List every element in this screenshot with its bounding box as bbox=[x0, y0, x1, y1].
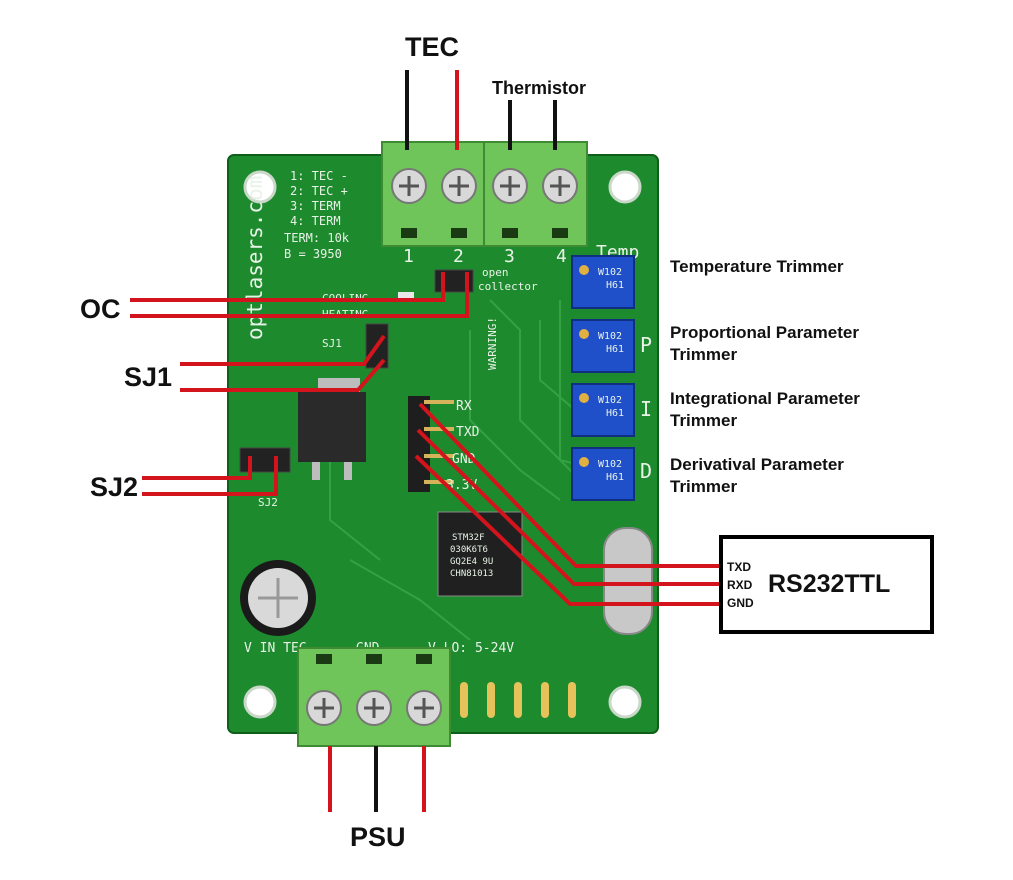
prop-trimmer-label: Proportional Parameter bbox=[670, 323, 859, 342]
sj1-wire bbox=[180, 358, 386, 392]
rs232-label: RS232TTL bbox=[768, 570, 890, 598]
legend-line: 4: TERM bbox=[290, 214, 341, 228]
rs232-pin-gnd: GND bbox=[727, 596, 754, 610]
svg-text:TXD: TXD bbox=[456, 425, 480, 440]
legend-line: B = 3950 bbox=[284, 247, 342, 261]
svg-text:P: P bbox=[640, 333, 652, 357]
int-trimmer-label: Integrational Parameter bbox=[670, 389, 860, 408]
svg-text:GQ2E4 9U: GQ2E4 9U bbox=[450, 557, 493, 567]
board-brand: optlasers.com bbox=[243, 176, 267, 340]
tec-label: TEC bbox=[405, 32, 459, 62]
oc-wire bbox=[130, 272, 469, 318]
der-trimmer-label: Trimmer bbox=[670, 477, 737, 496]
sj2-jumper bbox=[239, 447, 291, 473]
mounting-holes bbox=[243, 170, 642, 719]
svg-text:H61: H61 bbox=[606, 344, 624, 355]
sj2-silk: SJ2 bbox=[258, 496, 278, 509]
rs232-wire-rxd bbox=[416, 428, 722, 586]
oc-wire bbox=[130, 272, 445, 302]
legend-line: 1: TEC - bbox=[290, 169, 348, 183]
sj1-silk: SJ1 bbox=[322, 337, 342, 350]
board-legend: 1: TEC - 2: TEC + 3: TERM 4: TERM TERM: … bbox=[284, 169, 350, 261]
psu-label: PSU bbox=[350, 822, 406, 852]
wires bbox=[130, 70, 722, 812]
warning-silk: WARNING! bbox=[486, 317, 499, 370]
svg-text:H61: H61 bbox=[606, 472, 624, 483]
svg-text:STM32F: STM32F bbox=[452, 533, 485, 543]
sj1-wire bbox=[180, 334, 386, 366]
temp-trimmer-label: Temperature Trimmer bbox=[670, 257, 844, 276]
oc-label: OC bbox=[80, 294, 121, 324]
rs232-pin-rxd: RXD bbox=[727, 578, 753, 592]
rs232-box bbox=[719, 535, 934, 634]
sj1-label: SJ1 bbox=[124, 362, 172, 392]
psu-terminal bbox=[297, 647, 451, 747]
svg-text:H61: H61 bbox=[606, 408, 624, 419]
legend-line: 2: TEC + bbox=[290, 184, 348, 198]
svg-text:W102: W102 bbox=[598, 395, 622, 406]
thermistor-label: Thermistor bbox=[492, 78, 586, 98]
svg-text:030K6T6: 030K6T6 bbox=[450, 545, 488, 555]
terminal-numbers: 1 2 3 4 bbox=[403, 246, 567, 267]
terminal-number: 1 bbox=[403, 246, 414, 267]
prop-trimmer-label: Trimmer bbox=[670, 345, 737, 364]
svg-text:D: D bbox=[640, 459, 652, 483]
electrolytic-capacitor bbox=[240, 560, 316, 636]
terminal-number: 4 bbox=[556, 246, 567, 267]
svg-text:H61: H61 bbox=[606, 280, 624, 291]
int-trimmer-label: Trimmer bbox=[670, 411, 737, 430]
trimmer-letters: P I D bbox=[640, 333, 652, 483]
terminal-number: 3 bbox=[504, 246, 515, 267]
voltage-regulator bbox=[298, 378, 366, 480]
legend-line: 3: TERM bbox=[290, 199, 341, 213]
terminal-number: 2 bbox=[453, 246, 464, 267]
rs232-wire-gnd bbox=[414, 454, 722, 606]
trimmers bbox=[571, 255, 635, 501]
svg-text:open: open bbox=[482, 266, 509, 279]
bottom-pads bbox=[460, 682, 576, 718]
tec-thermistor-terminal bbox=[381, 141, 588, 247]
der-trimmer-label: Derivatival Parameter bbox=[670, 455, 844, 474]
legend-line: TERM: 10k bbox=[284, 231, 350, 245]
rs232-pin-txd: TXD bbox=[727, 560, 751, 574]
crystal bbox=[603, 527, 653, 635]
svg-text:CHN81013: CHN81013 bbox=[450, 569, 493, 579]
svg-text:W102: W102 bbox=[598, 459, 622, 470]
sj2-label: SJ2 bbox=[90, 472, 138, 502]
rs232-wire-txd bbox=[418, 402, 722, 568]
svg-text:RX: RX bbox=[456, 399, 472, 414]
svg-text:W102: W102 bbox=[598, 267, 622, 278]
svg-text:W102: W102 bbox=[598, 331, 622, 342]
vin-tec-silk: V IN TEC bbox=[244, 641, 307, 656]
mcu-chip: STM32F 030K6T6 GQ2E4 9U CHN81013 bbox=[437, 511, 523, 597]
sj2-wire bbox=[142, 456, 252, 480]
uart-header bbox=[408, 396, 454, 492]
sj2-wire bbox=[142, 456, 278, 496]
open-collector-silk: open collector bbox=[478, 266, 538, 293]
svg-text:collector: collector bbox=[478, 280, 538, 293]
svg-text:I: I bbox=[640, 397, 652, 421]
